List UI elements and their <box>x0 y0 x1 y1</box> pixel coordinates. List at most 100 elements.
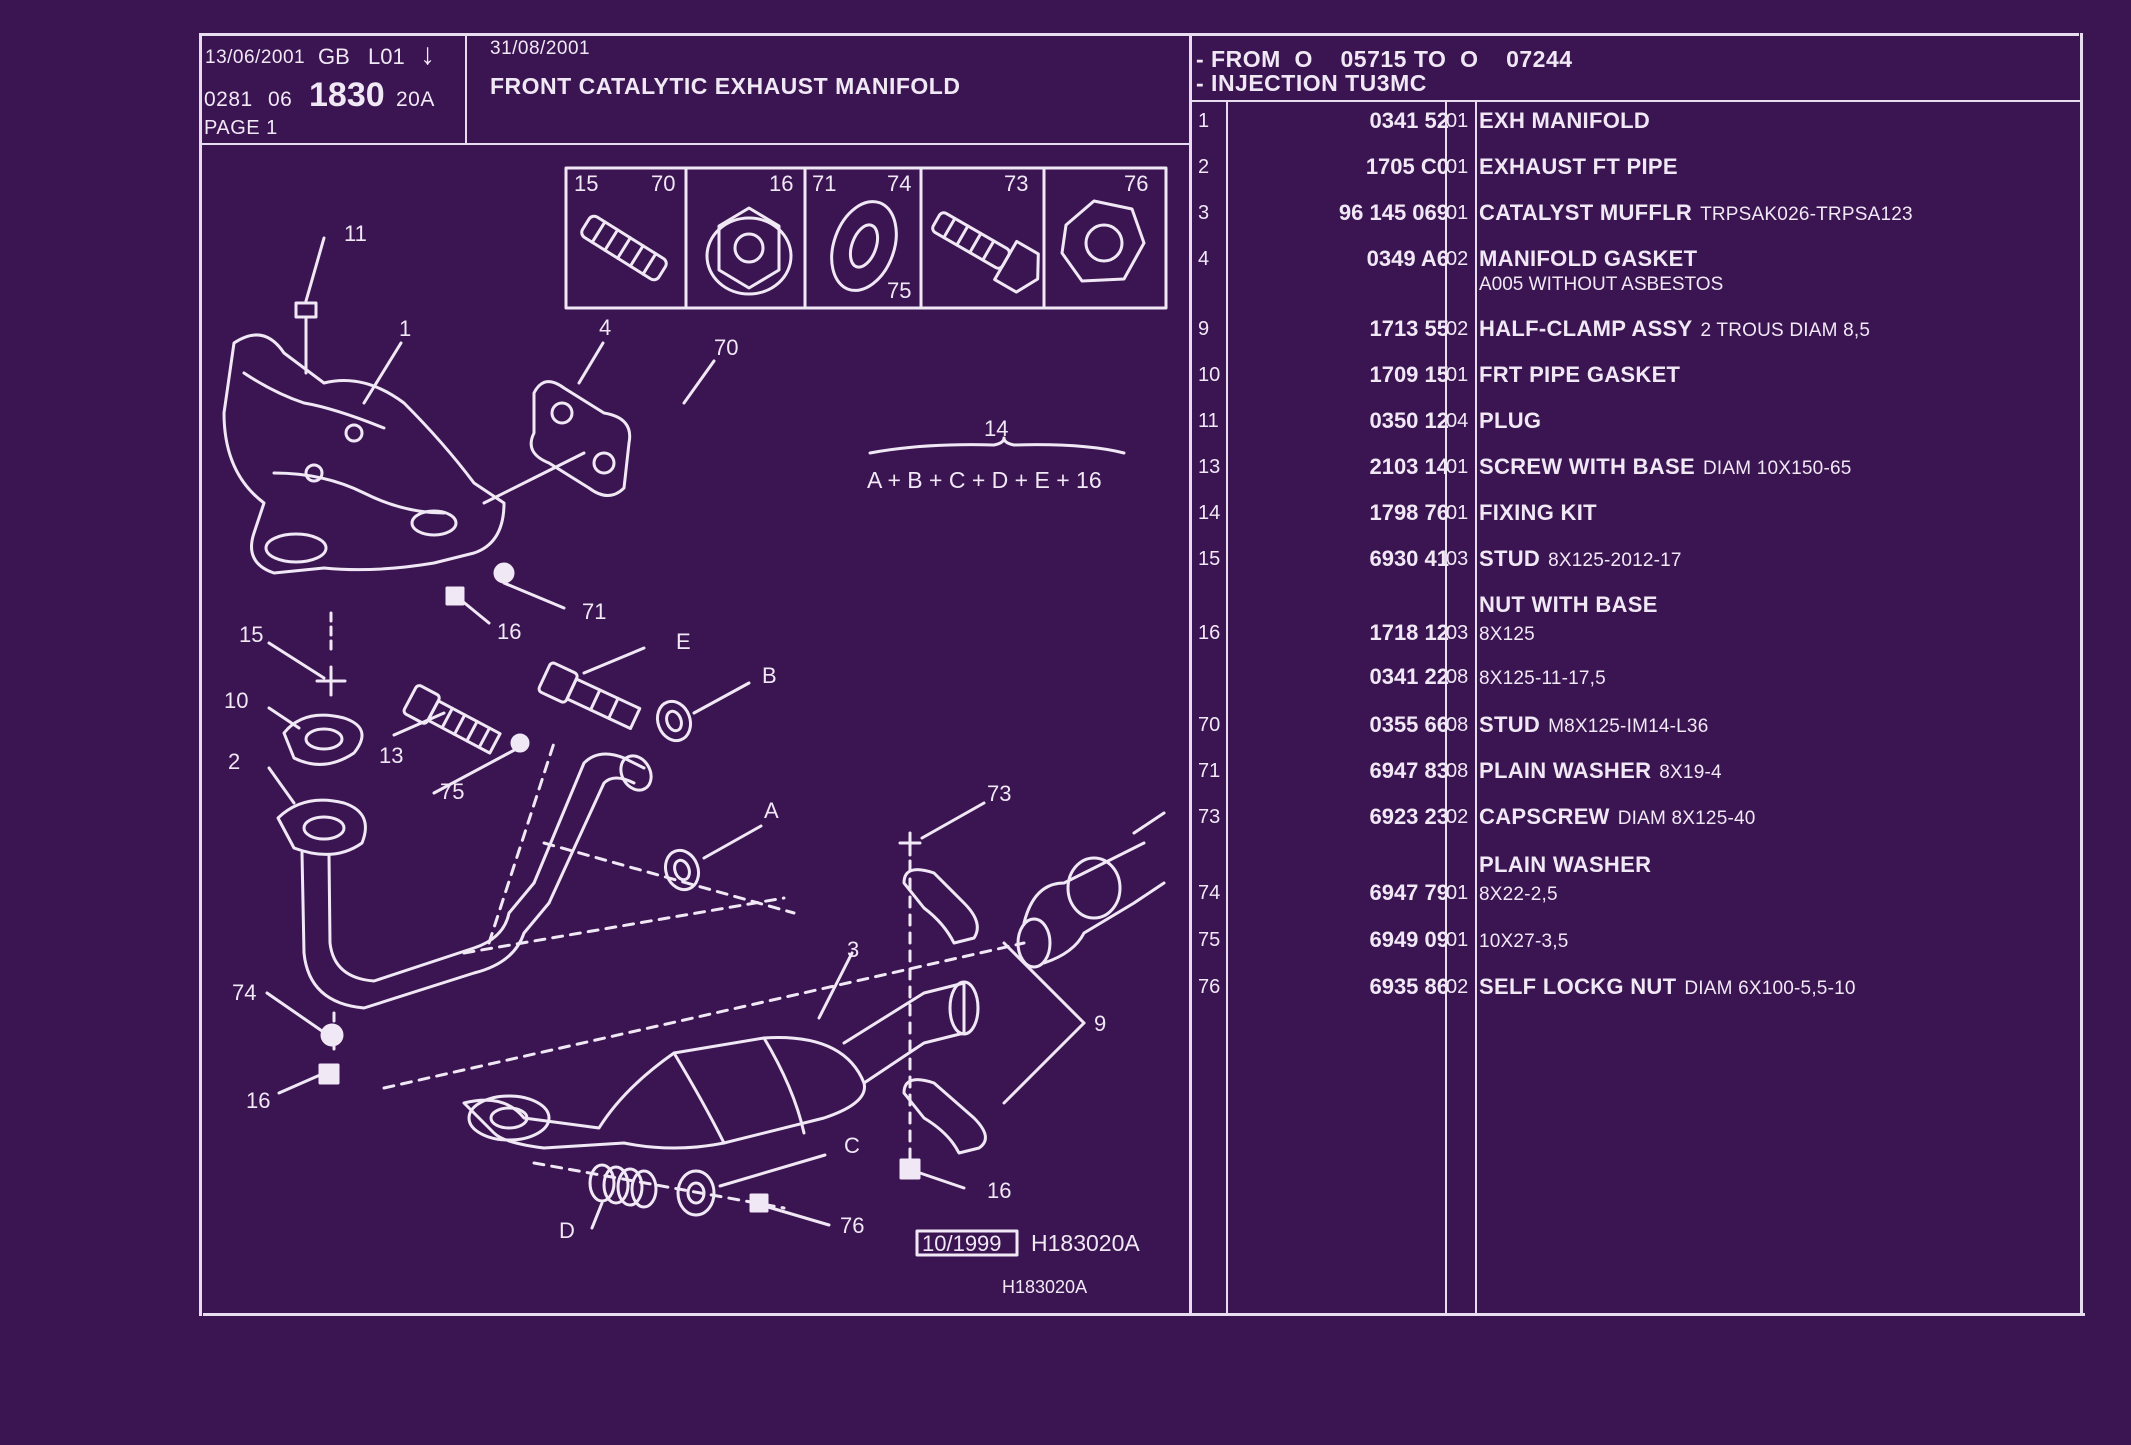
inset-label-73: 73 <box>1004 171 1028 196</box>
callout-16-c: 16 <box>987 1178 1011 1203</box>
row-ref: 16 <box>1198 622 1221 644</box>
callout-73: 73 <box>987 781 1011 806</box>
row-qty: 02 <box>1446 248 1469 270</box>
front-pipe-gasket-icon <box>282 713 364 766</box>
capscrew-icon <box>931 211 1040 294</box>
screw-with-base-icon <box>402 684 502 755</box>
row-description: 8X125 <box>1479 624 1535 645</box>
exhaust-manifold-icon <box>222 333 506 575</box>
frame-bottom <box>203 1313 2085 1316</box>
frame-top <box>199 33 2079 36</box>
row-part-number: 6947 79 <box>1369 880 1449 905</box>
diagram-ref-code: H183020A <box>1031 1230 1140 1256</box>
row-qty: 01 <box>1446 110 1469 132</box>
callout-71: 71 <box>582 599 606 624</box>
table-col-ref <box>1226 100 1228 1314</box>
condition-engine: - INJECTION TU3MC <box>1196 70 1427 96</box>
row-part-number: 0355 66 <box>1369 712 1449 737</box>
ring-c-icon <box>676 1169 716 1217</box>
row-subtext: A005 WITHOUT ASBESTOS <box>1479 274 1724 295</box>
flange-nut-icon <box>705 206 793 296</box>
row-qty: 03 <box>1446 548 1469 570</box>
callout-b: B <box>762 663 777 688</box>
diagram-table-divider <box>1189 33 1192 1316</box>
row-description: MANIFOLD GASKET <box>1479 246 1698 271</box>
row-qty: 02 <box>1446 806 1469 828</box>
inset-box <box>564 166 1168 310</box>
row-ref: 75 <box>1198 929 1221 951</box>
washer-icon <box>830 200 898 292</box>
row-part-number: 96 145 069 <box>1338 200 1449 225</box>
callout-15: 15 <box>239 622 263 647</box>
row-part-number: 1709 15 <box>1369 362 1449 387</box>
callout-16-a: 16 <box>497 619 521 644</box>
header-bottom-left <box>199 143 1191 145</box>
frame-left <box>199 33 202 1316</box>
row-ref: 13 <box>1198 456 1221 478</box>
row-ref: 15 <box>1198 548 1221 570</box>
catalytic-converter-icon <box>462 1036 866 1150</box>
row-qty: 01 <box>1446 456 1469 478</box>
callout-9: 9 <box>1094 1011 1106 1036</box>
row-part-number: 6947 83 <box>1369 758 1449 783</box>
header-date-left: 13/06/2001 <box>205 47 306 68</box>
table-row: 75 6949 09 01 10X27-3,5 <box>1192 925 2082 965</box>
table-row: 11 0350 12 04 PLUG <box>1192 406 2082 446</box>
row-part-number: 0341 52 <box>1369 108 1449 133</box>
row-part-number: 0349 A6 <box>1366 246 1449 271</box>
exploded-parts-diagram: 15 70 16 71 74 75 73 76 11 1 4 70 14 A +… <box>222 166 1168 1297</box>
callout-14: 14 <box>984 416 1008 441</box>
header-page: PAGE 1 <box>204 117 278 139</box>
table-row: 10 1709 15 01 FRT PIPE GASKET <box>1192 360 2082 400</box>
header-code-suffix: 20A <box>396 88 435 111</box>
stud-icon <box>580 214 668 282</box>
manifold-gasket-icon <box>529 380 632 497</box>
table-col-qty-a <box>1445 100 1447 1314</box>
spring-d-icon <box>588 1163 658 1209</box>
frame-right <box>2080 33 2083 1316</box>
row-description: 8X125-11-17,5 <box>1479 668 1606 689</box>
inset-label-71: 71 <box>812 171 836 196</box>
row-ref: 1 <box>1198 110 1210 132</box>
header-divider-1 <box>465 33 467 143</box>
date-reference-box <box>915 1229 1019 1257</box>
callout-d: D <box>559 1218 575 1243</box>
row-qty: 01 <box>1446 929 1469 951</box>
header-level: L01 <box>368 44 405 69</box>
table-row: 14 1798 76 01 FIXING KIT <box>1192 498 2082 538</box>
row-description: 8X22-2,5 <box>1479 884 1558 905</box>
exhaust-front-pipe-icon <box>276 798 367 856</box>
header-code-main: 1830 <box>309 76 385 114</box>
row-description: FIXING KIT <box>1479 500 1597 525</box>
row-part-number: 1713 55 <box>1369 316 1449 341</box>
callout-11: 11 <box>344 221 367 246</box>
callout-10: 10 <box>224 688 248 713</box>
row-part-number: 6923 23 <box>1369 804 1449 829</box>
callout-75: 75 <box>440 779 464 804</box>
row-qty: 02 <box>1446 318 1469 340</box>
row-description: PLUG <box>1479 408 1542 433</box>
table-row: 2 1705 C0 01 EXHAUST FT PIPE <box>1192 152 2082 192</box>
row-description: EXHAUST FT PIPE <box>1479 154 1678 179</box>
row-qty: 08 <box>1446 666 1469 688</box>
fixing-kit-formula: A + B + C + D + E + 16 <box>867 467 1102 493</box>
row-description: EXH MANIFOLD <box>1479 108 1651 133</box>
callout-1: 1 <box>399 316 411 341</box>
table-row: 74 6947 79 01 8X22-2,5 <box>1192 878 2082 918</box>
row-qty: 04 <box>1446 410 1469 432</box>
row-qty: 08 <box>1446 714 1469 736</box>
row-ref: 76 <box>1198 976 1221 998</box>
